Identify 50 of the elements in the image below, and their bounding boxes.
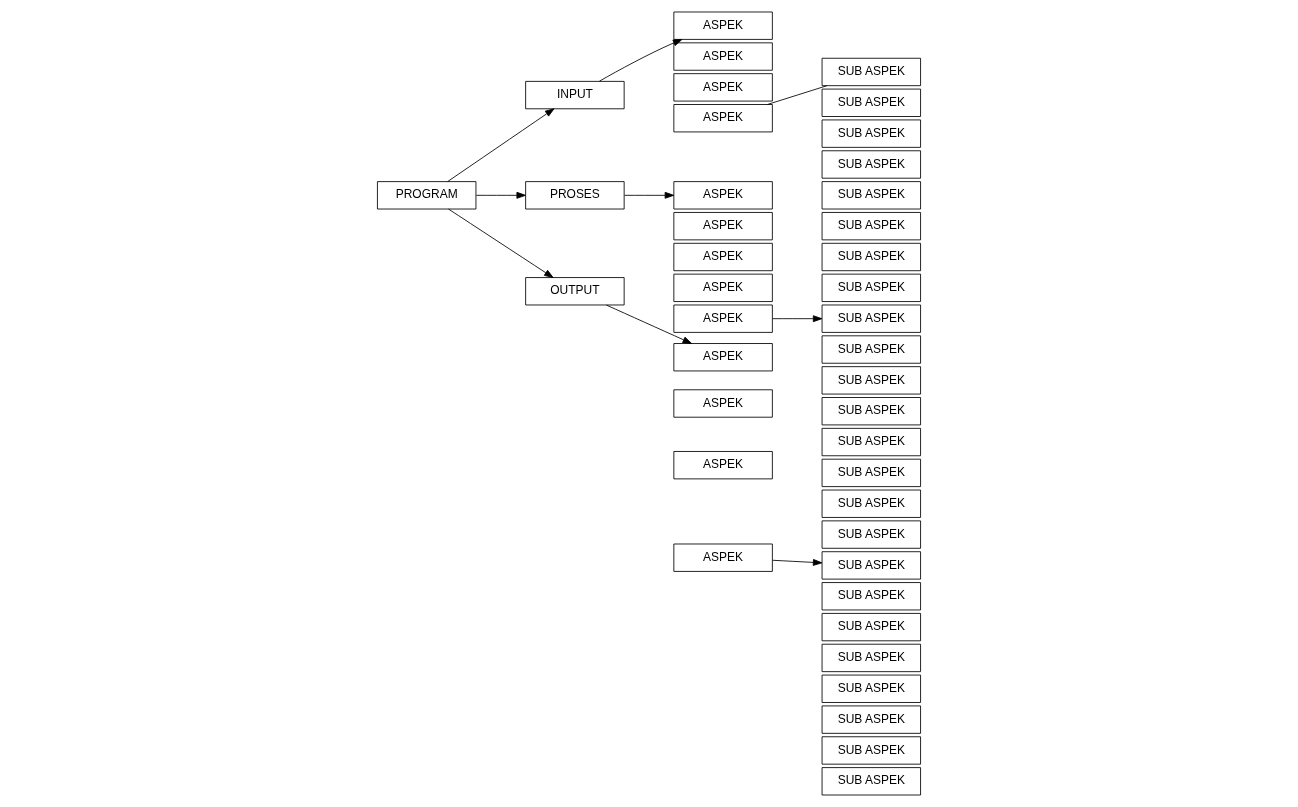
node-box: SUB ASPEK — [821, 767, 921, 796]
node-box: SUB ASPEK — [821, 736, 921, 765]
node-box: PROGRAM — [377, 181, 477, 210]
node-box: SUB ASPEK — [821, 119, 921, 148]
node-box: SUB ASPEK — [821, 150, 921, 179]
node-box: ASPEK — [673, 343, 773, 372]
arrow — [606, 304, 692, 344]
node-box: SUB ASPEK — [821, 582, 921, 611]
node-box: ASPEK — [673, 273, 773, 302]
arrow — [447, 108, 555, 183]
node-box: PROSES — [525, 181, 625, 210]
arrow — [599, 39, 683, 82]
node-box: SUB ASPEK — [821, 242, 921, 272]
node-box: SUB ASPEK — [821, 612, 921, 642]
node-box: ASPEK — [673, 11, 773, 40]
node-box: ASPEK — [673, 181, 773, 210]
node-box: SUB ASPEK — [821, 427, 921, 457]
node-box: SUB ASPEK — [821, 212, 921, 241]
node-box: SUB ASPEK — [821, 643, 921, 673]
node-box: ASPEK — [673, 242, 773, 272]
node-box: SUB ASPEK — [821, 551, 921, 580]
node-box: ASPEK — [673, 42, 773, 71]
node-box: SUB ASPEK — [821, 57, 921, 87]
node-box: SUB ASPEK — [821, 458, 921, 488]
node-box: SUB ASPEK — [821, 520, 921, 549]
node-box: SUB ASPEK — [821, 489, 921, 518]
arrow — [475, 191, 526, 199]
node-box: ASPEK — [673, 304, 773, 333]
node-box: OUTPUT — [525, 277, 625, 306]
connector — [767, 85, 828, 105]
node-box: SUB ASPEK — [821, 181, 921, 210]
node-box: ASPEK — [673, 389, 773, 418]
node-box: SUB ASPEK — [821, 273, 921, 302]
node-box: ASPEK — [673, 104, 773, 133]
node-box: ASPEK — [673, 543, 773, 572]
node-box: SUB ASPEK — [821, 304, 921, 333]
node-box: ASPEK — [673, 451, 773, 480]
node-box: ASPEK — [673, 212, 773, 241]
arrow — [772, 315, 823, 323]
arrow — [448, 208, 554, 278]
node-box: SUB ASPEK — [821, 88, 921, 117]
node-box: SUB ASPEK — [821, 397, 921, 426]
node-box: ASPEK — [673, 73, 773, 102]
node-box: SUB ASPEK — [821, 705, 921, 734]
node-box: SUB ASPEK — [821, 366, 921, 395]
arrow — [624, 191, 675, 199]
node-box: INPUT — [525, 80, 625, 110]
arrow — [772, 559, 823, 566]
node-box: SUB ASPEK — [821, 335, 921, 364]
node-box: SUB ASPEK — [821, 674, 921, 703]
